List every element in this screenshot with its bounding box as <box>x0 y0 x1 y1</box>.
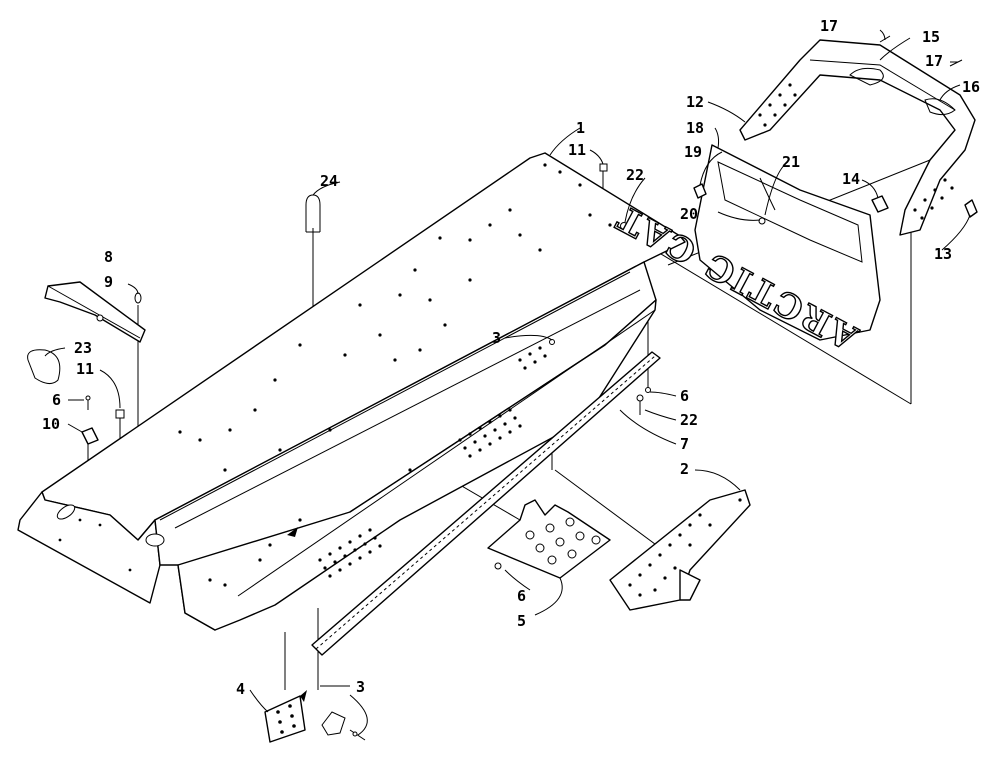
callout-4: 4 <box>236 680 245 698</box>
callout-6c: 6 <box>517 587 526 605</box>
hardware-left <box>27 292 142 445</box>
callout-8: 8 <box>104 248 113 266</box>
callout-7: 7 <box>680 435 689 453</box>
callout-23: 23 <box>74 339 92 357</box>
rear-flap-assembly: ARCTIC CAT <box>608 35 978 359</box>
callout-16: 16 <box>962 78 980 96</box>
callout-17: 17 <box>820 17 838 35</box>
callout-21: 21 <box>782 153 800 171</box>
u-bolt-part-24 <box>305 194 321 233</box>
callout-9: 9 <box>104 273 113 291</box>
plate-part-4 <box>264 676 366 743</box>
tunnel-part-1 <box>17 152 686 631</box>
callout-11: 11 <box>568 141 586 159</box>
callout-3: 3 <box>492 329 501 347</box>
callout-22: 22 <box>626 166 644 184</box>
callout-1: 1 <box>576 119 585 137</box>
callout-19: 19 <box>684 143 702 161</box>
callout-6b: 6 <box>680 387 689 405</box>
bracket-part-2 <box>609 489 751 611</box>
plate-part-5 <box>487 499 611 579</box>
callout-10: 10 <box>42 415 60 433</box>
bracket-part-8 <box>44 281 146 343</box>
callout-15: 15 <box>922 28 940 46</box>
leader-lines <box>44 29 971 736</box>
callout-13: 13 <box>934 245 952 263</box>
hardware-top <box>549 163 651 415</box>
callout-18: 18 <box>686 119 704 137</box>
callout-24: 24 <box>320 172 338 190</box>
rail-part-7 <box>311 351 661 656</box>
callout-labels: 1 2 3 3 4 5 6 6 6 7 8 9 10 11 11 12 13 1… <box>42 17 980 698</box>
callout-3b: 3 <box>356 678 365 696</box>
callout-20: 20 <box>680 205 698 223</box>
callout-5: 5 <box>517 612 526 630</box>
callout-6: 6 <box>52 391 61 409</box>
callout-22b: 22 <box>680 411 698 429</box>
callout-11b: 11 <box>76 360 94 378</box>
callout-17b: 17 <box>925 52 943 70</box>
perforation-pattern <box>208 346 547 587</box>
callout-14: 14 <box>842 170 860 188</box>
callout-12: 12 <box>686 93 704 111</box>
callout-2: 2 <box>680 460 689 478</box>
